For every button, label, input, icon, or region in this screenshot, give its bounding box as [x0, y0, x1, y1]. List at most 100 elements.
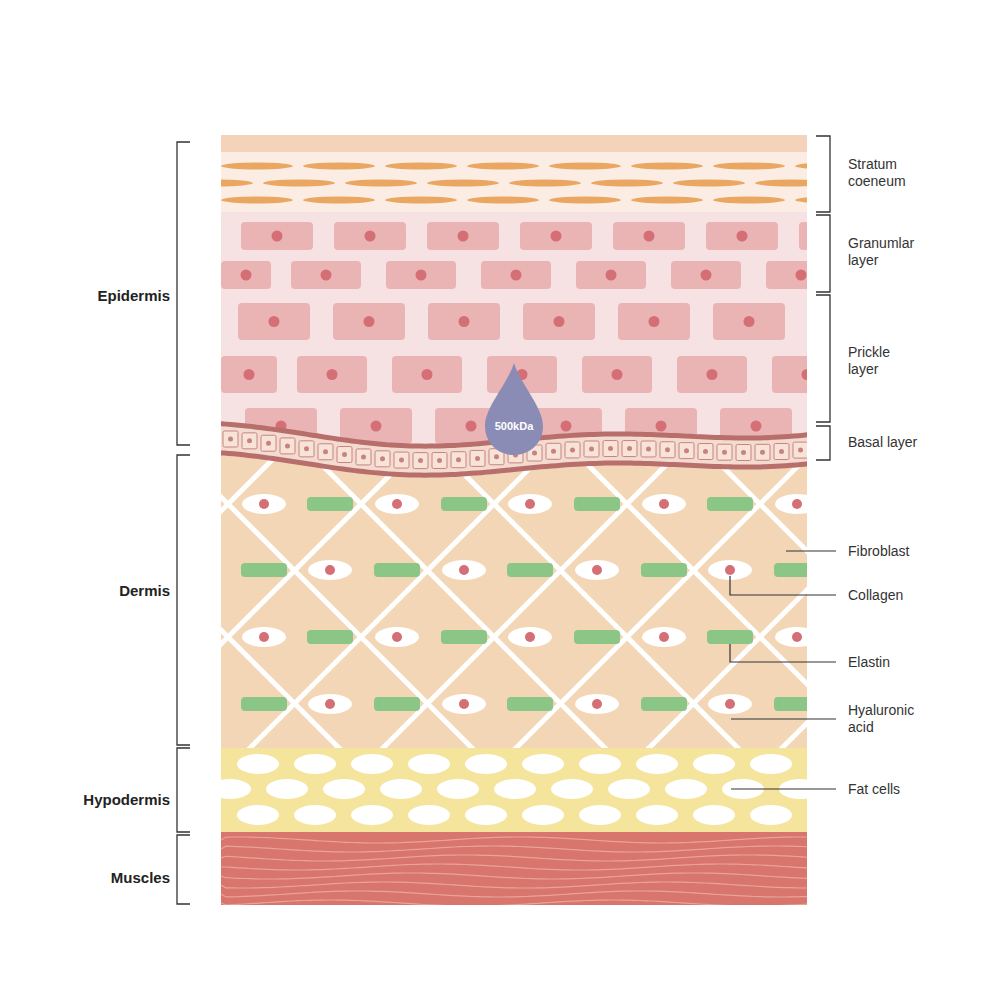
fat-cell — [522, 754, 564, 774]
sublayer-name: Basal layer — [848, 434, 918, 451]
skin-surface — [221, 135, 807, 153]
sublayer-name: Prickle layer — [848, 344, 918, 378]
corneum-flake — [549, 163, 621, 170]
lattice-line — [221, 455, 807, 748]
fat-cell — [551, 779, 593, 799]
fibroblast-cell — [775, 494, 807, 514]
basal-cell — [546, 443, 561, 459]
basal-cell — [755, 444, 770, 460]
fat-cell — [437, 779, 479, 799]
lattice-line — [221, 455, 807, 478]
fibroblast-nucleus — [525, 632, 535, 642]
basal-nucleus — [266, 441, 271, 446]
fat-cell — [294, 805, 336, 825]
fibroblast-nucleus — [725, 565, 735, 575]
cell-nucleus — [458, 231, 469, 242]
cell-nucleus — [327, 369, 338, 380]
basal-nucleus — [551, 449, 556, 454]
basal-cell — [679, 443, 694, 459]
basal-cell — [641, 441, 656, 457]
component-label: Fat cells — [848, 781, 918, 798]
basal-nucleus — [798, 448, 803, 453]
epidermal-cell — [241, 222, 313, 250]
elastin-fiber — [307, 630, 353, 644]
corneum-flake — [713, 197, 785, 204]
epidermal-cell — [576, 261, 646, 289]
cell-nucleus — [466, 421, 477, 432]
basal-nucleus — [342, 452, 347, 457]
muscle-fiber — [221, 882, 807, 888]
basal-cell — [356, 449, 371, 465]
muscle-fiber — [221, 891, 807, 897]
cell-nucleus — [416, 270, 427, 281]
elastin-fiber — [774, 563, 807, 577]
cell-nucleus — [649, 316, 660, 327]
lattice-line — [221, 455, 807, 748]
elastin-fiber — [241, 563, 287, 577]
basal-nucleus — [608, 446, 613, 451]
basal-nucleus — [589, 446, 594, 451]
fibroblast-cell — [642, 627, 686, 647]
cell-nucleus — [321, 270, 332, 281]
fat-cell — [465, 805, 507, 825]
fat-cell — [237, 754, 279, 774]
basal-nucleus — [323, 449, 328, 454]
corneum-flake — [467, 197, 539, 204]
fat-cell — [665, 779, 707, 799]
corneum-flake — [385, 163, 457, 170]
component-label: Collagen — [848, 587, 918, 604]
fibroblast-cell — [375, 494, 419, 514]
fat-cell — [522, 805, 564, 825]
lattice-line — [221, 455, 807, 611]
epidermal-cell — [221, 261, 271, 289]
component-label: Fibroblast — [848, 543, 918, 560]
epidermal-cell — [238, 303, 310, 340]
fibroblast-nucleus — [725, 699, 735, 709]
epidermal-cell — [799, 222, 807, 250]
fat-cell — [636, 805, 678, 825]
basal-cell — [736, 445, 751, 461]
fibroblast-nucleus — [459, 565, 469, 575]
component-label: Elastin — [848, 654, 918, 671]
basal-cell — [375, 451, 390, 467]
fat-cell — [351, 805, 393, 825]
fat-cell — [237, 805, 279, 825]
basal-cell — [793, 442, 807, 458]
fibroblast-nucleus — [659, 632, 669, 642]
epidermal-cell — [386, 261, 456, 289]
epidermal-cell — [334, 222, 406, 250]
elastin-fiber — [374, 563, 420, 577]
lattice-line — [221, 455, 807, 748]
epidermal-cell — [766, 261, 807, 289]
corneum-flake — [303, 197, 375, 204]
fibroblast-cell — [242, 627, 286, 647]
muscle-band — [221, 832, 807, 905]
basal-cell — [394, 452, 409, 468]
cell-nucleus — [269, 316, 280, 327]
basal-cell — [318, 444, 333, 460]
elastin-fiber — [707, 497, 753, 511]
epidermal-cell — [428, 303, 500, 340]
cell-nucleus — [701, 270, 712, 281]
lattice-line — [221, 455, 807, 744]
corneum-flake — [713, 163, 785, 170]
fibroblast-cell — [508, 494, 552, 514]
basal-cell — [603, 441, 618, 457]
leader-line — [730, 644, 836, 662]
fat-cell — [221, 779, 251, 799]
cell-nucleus — [554, 316, 565, 327]
cell-nucleus — [459, 316, 470, 327]
fibroblast-nucleus — [392, 632, 402, 642]
leader-line — [786, 550, 836, 551]
basal-cell — [413, 453, 428, 469]
fat-cell — [608, 779, 650, 799]
fat-cell — [323, 779, 365, 799]
fibroblast-cell — [242, 494, 286, 514]
lattice-line — [221, 455, 807, 748]
lattice-line — [221, 455, 807, 466]
fat-cell — [693, 754, 735, 774]
cell-nucleus — [606, 270, 617, 281]
corneum-flake — [263, 180, 335, 187]
elastin-fiber — [574, 497, 620, 511]
elastin-fiber — [574, 630, 620, 644]
